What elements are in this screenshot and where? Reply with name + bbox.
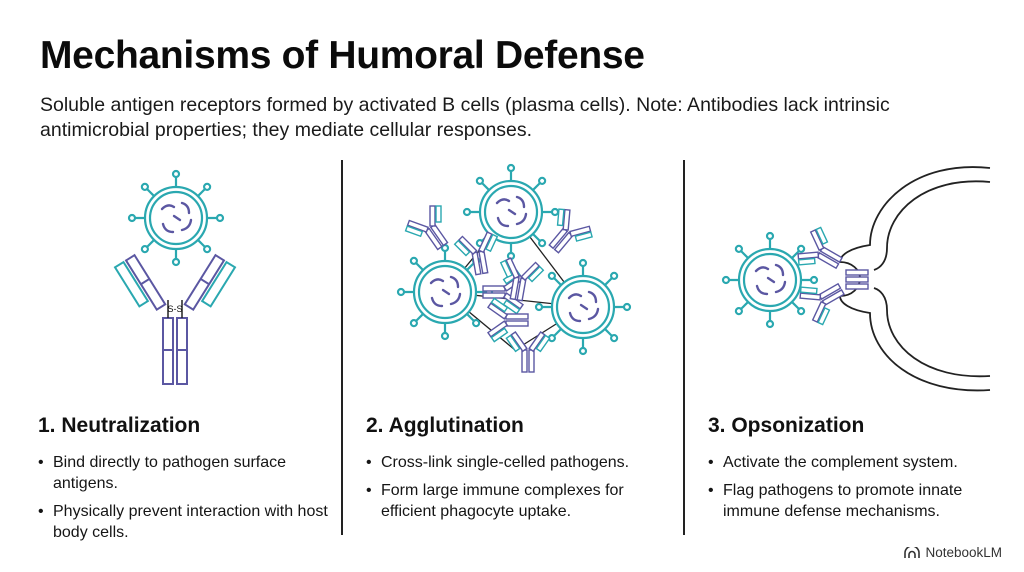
bullet-item: Flag pathogens to promote innate immune … <box>708 480 998 522</box>
bullet-item: Cross-link single-celled pathogens. <box>366 452 666 473</box>
disulfide-bond-label: S-S <box>167 304 182 314</box>
section-neutralization: 1. Neutralization Bind directly to patho… <box>38 414 328 550</box>
section-heading: 3. Opsonization <box>708 414 865 437</box>
section-heading: 2. Agglutination <box>366 414 524 437</box>
brand-watermark: NotebookLM <box>904 545 1002 560</box>
section-opsonization: 3. Opsonization Activate the complement … <box>708 414 998 529</box>
bullet-item: Activate the complement system. <box>708 452 998 473</box>
bullet-item: Form large immune complexes for efficien… <box>366 480 666 522</box>
page-subtitle: Soluble antigen receptors formed by acti… <box>40 94 890 141</box>
fc-receptor-icon <box>845 269 869 290</box>
neutralization-illustration: S-S <box>113 169 237 385</box>
column-divider <box>341 160 343 535</box>
agglutination-illustration <box>396 163 632 373</box>
brand-name: NotebookLM <box>925 545 1002 560</box>
section-agglutination: 2. Agglutination Cross-link single-celle… <box>366 414 666 529</box>
page-title: Mechanisms of Humoral Defense <box>40 34 645 77</box>
bullet-item: Physically prevent interaction with host… <box>38 501 328 543</box>
bullet-item: Bind directly to pathogen surface antige… <box>38 452 328 494</box>
notebooklm-logo-icon <box>904 546 921 558</box>
diagram-illustrations: S-S <box>113 163 991 392</box>
column-divider <box>683 160 685 535</box>
opsonization-illustration <box>721 166 991 392</box>
large-antibody-icon: S-S <box>113 253 237 385</box>
section-heading: 1. Neutralization <box>38 414 201 437</box>
